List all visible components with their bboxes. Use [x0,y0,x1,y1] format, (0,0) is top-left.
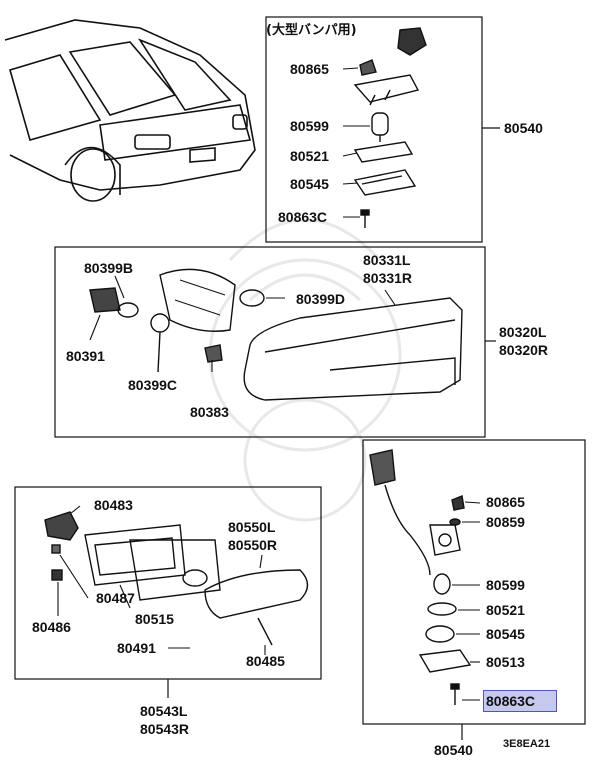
tail-lamp-parts [89,268,463,401]
part-label-80540[interactable]: 80540 [504,120,543,136]
part-label-80391[interactable]: 80391 [66,348,105,364]
part-label-80859[interactable]: 80859 [486,514,525,530]
part-label-80487[interactable]: 80487 [96,590,135,606]
part-label-80399d[interactable]: 80399D [296,291,346,307]
part-label-80543r[interactable]: 80543R [140,721,190,737]
part-label-80545-bottom[interactable]: 80545 [486,626,525,642]
part-label-80331l[interactable]: 80331L [363,252,411,268]
part-label-80515[interactable]: 80515 [135,611,174,627]
part-label-80550r[interactable]: 80550R [228,537,278,553]
part-label-80599[interactable]: 80599 [290,118,329,134]
part-label-80521[interactable]: 80521 [290,148,329,164]
part-label-80545[interactable]: 80545 [290,176,329,192]
part-label-80863c-bottom[interactable]: 80863C [486,693,536,709]
highlight-80863c [483,690,557,712]
part-label-80491[interactable]: 80491 [117,640,156,656]
part-label-80513[interactable]: 80513 [486,654,525,670]
figure-code: 3E8EA21 [503,738,551,750]
part-label-80521-bottom[interactable]: 80521 [486,602,525,618]
part-label-80383[interactable]: 80383 [190,404,229,420]
part-label-80865[interactable]: 80865 [290,61,329,77]
group-box-80540-bottom [362,439,586,725]
part-label-80543l[interactable]: 80543L [140,703,188,719]
bumper-note: (大型バンパ用) [266,23,357,38]
part-label-80331r[interactable]: 80331R [363,270,413,286]
part-label-80486[interactable]: 80486 [32,619,71,635]
license-lamp-top-parts [353,27,427,228]
group-box-80540-top [265,16,483,243]
part-label-80540-bottom[interactable]: 80540 [434,742,473,758]
car-rear-illustration [4,19,256,202]
part-label-80483[interactable]: 80483 [94,497,133,513]
license-lamp-bottom-parts [369,449,472,705]
part-label-80485[interactable]: 80485 [246,653,285,669]
part-label-80550l[interactable]: 80550L [228,519,276,535]
part-label-80399c[interactable]: 80399C [128,377,178,393]
part-label-80320r[interactable]: 80320R [499,342,549,358]
part-label-80320l[interactable]: 80320L [499,324,547,340]
part-label-80865-bottom[interactable]: 80865 [486,494,525,510]
part-label-80399b[interactable]: 80399B [84,260,134,276]
side-marker-parts [44,511,309,646]
part-label-80599-bottom[interactable]: 80599 [486,577,525,593]
part-label-80863c[interactable]: 80863C [278,209,328,225]
group-box-tail-lamp [54,246,486,438]
